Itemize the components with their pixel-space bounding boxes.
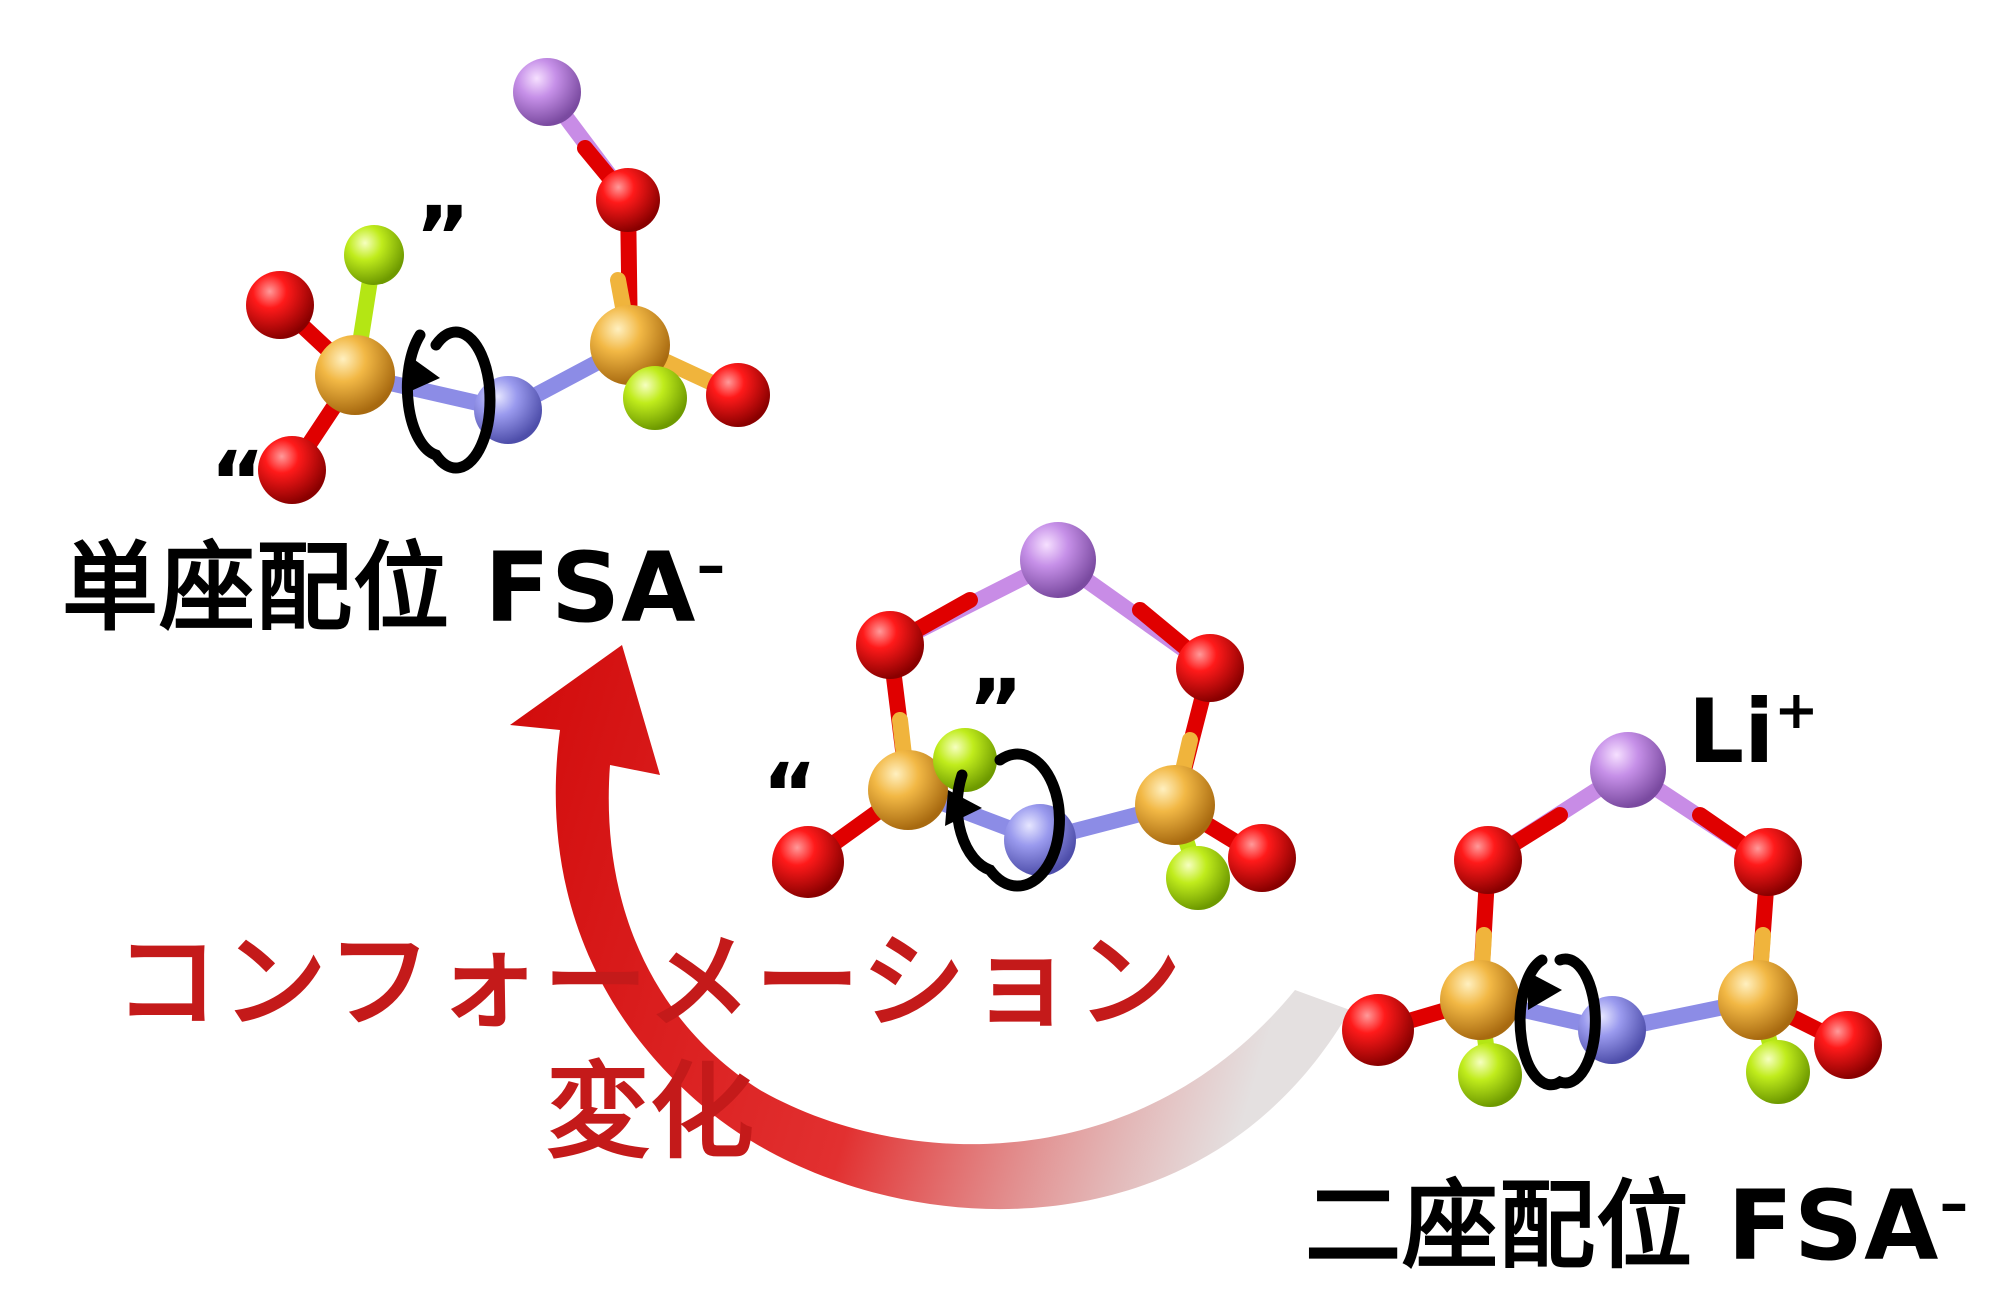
sulfur-atom xyxy=(1718,960,1798,1040)
monodentate-molecule xyxy=(246,58,770,504)
sulfur-atom xyxy=(1135,765,1215,845)
close-quote-mark: ” xyxy=(415,188,471,286)
bidentate-label: 二座配位 FSA– xyxy=(1305,1175,1969,1274)
oxygen-atom xyxy=(596,168,660,232)
fluorine-atom xyxy=(623,366,687,430)
oxygen-atom xyxy=(706,363,770,427)
sulfur-atom xyxy=(590,305,670,385)
bidentate-charge: – xyxy=(1939,1170,1970,1238)
oxygen-atom xyxy=(1342,994,1414,1066)
rotation-arrow-icon xyxy=(401,326,496,474)
lithium-atom xyxy=(513,58,581,126)
oxygen-atom xyxy=(772,826,844,898)
lithium-label: Li+ xyxy=(1688,684,1819,776)
oxygen-atom xyxy=(246,271,314,339)
oxygen-atom xyxy=(1734,828,1802,896)
close-quote-mark: ” xyxy=(968,661,1024,759)
conformation-label-line2: 変化 xyxy=(545,1051,754,1173)
monodentate-label: 単座配位 FSA– xyxy=(62,537,726,636)
oxygen-atom xyxy=(1454,826,1522,894)
oxygen-atom xyxy=(1814,1011,1882,1079)
oxygen-atom xyxy=(856,611,924,679)
rotation-arrow-icon xyxy=(1514,953,1601,1091)
oxygen-atom xyxy=(1228,824,1296,892)
lithium-text: Li xyxy=(1688,680,1775,783)
sulfur-atom xyxy=(1440,960,1520,1040)
monodentate-text: 単座配位 FSA xyxy=(62,532,697,644)
fluorine-atom xyxy=(344,225,404,285)
lithium-atom xyxy=(1020,522,1096,598)
intermediate-molecule xyxy=(772,522,1296,910)
bidentate-molecule xyxy=(1342,732,1882,1107)
sulfur-atom xyxy=(868,750,948,830)
lithium-charge: + xyxy=(1774,680,1819,742)
fluorine-atom xyxy=(1166,846,1230,910)
oxygen-atom xyxy=(1176,634,1244,702)
oxygen-atom xyxy=(258,436,326,504)
bidentate-text: 二座配位 FSA xyxy=(1305,1170,1940,1282)
fluorine-atom xyxy=(1746,1040,1810,1104)
nitrogen-atom xyxy=(1004,804,1076,876)
sulfur-atom xyxy=(315,335,395,415)
monodentate-charge: – xyxy=(696,532,727,600)
open-quote-mark: “ xyxy=(210,433,266,531)
conformation-label-line1: コンフォーメーション xyxy=(114,921,1186,1043)
open-quote-mark: “ xyxy=(762,745,818,843)
rotation-arrow-icon xyxy=(945,748,1065,892)
fluorine-atom xyxy=(1458,1043,1522,1107)
lithium-atom xyxy=(1590,732,1666,808)
fluorine-atom xyxy=(933,728,997,792)
conformation-change-arrow xyxy=(510,645,1350,1210)
